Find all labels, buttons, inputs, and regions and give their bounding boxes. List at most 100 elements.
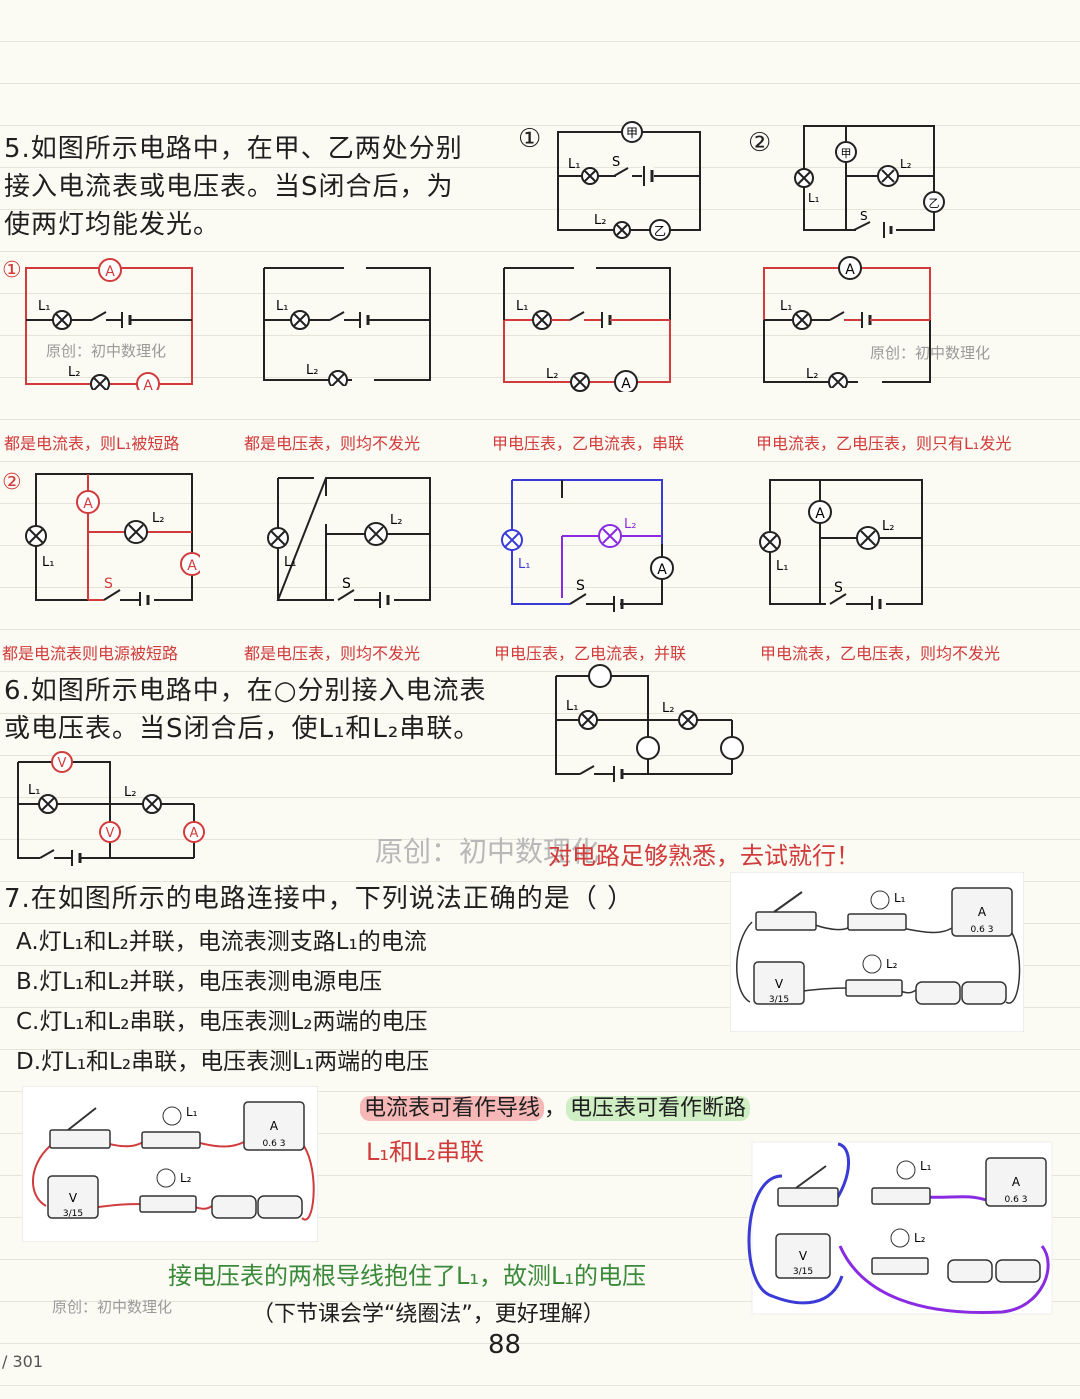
row1-caption-2: 都是电压表，则均不发光 — [244, 434, 421, 453]
row2-circuit-3: A L₁ L₂ S — [501, 479, 674, 612]
svg-text:L₂: L₂ — [390, 513, 402, 528]
q7-circuit-blue: L₁ L₂ A 0.6 3 V 3/15 — [747, 1141, 1053, 1315]
svg-text:L₁: L₁ — [566, 699, 578, 714]
svg-text:L₁: L₁ — [38, 299, 50, 314]
jia-label: 甲 — [626, 126, 638, 140]
q7-option-b: B.灯L₁和L₂并联，电压表测电源电压 — [16, 969, 383, 995]
row1-label: ① — [2, 258, 22, 283]
svg-text:S: S — [612, 155, 620, 170]
svg-text:3/15: 3/15 — [769, 995, 789, 1005]
q6-line1: 6.如图所示电路中，在○分别接入电流表 — [4, 676, 487, 706]
svg-text:A: A — [978, 905, 987, 919]
q5-line2: 接入电流表或电压表。当S闭合后，为 — [4, 172, 454, 202]
svg-text:A: A — [187, 558, 197, 574]
svg-text:L₁: L₁ — [808, 191, 820, 205]
q7-stem: 7.在如图所示的电路连接中，下列说法正确的是（ ） — [4, 884, 635, 914]
svg-text:S: S — [342, 576, 351, 592]
svg-text:L₁: L₁ — [776, 559, 788, 574]
svg-text:L₁: L₁ — [28, 783, 40, 798]
svg-text:L₂: L₂ — [306, 363, 318, 378]
q5-fig2-label: ② — [748, 128, 772, 158]
row2-circuit-2: L₁ L₂ S — [267, 477, 431, 608]
row2-caption-4: 甲电流表，乙电压表，则均不发光 — [760, 644, 1001, 663]
svg-text:L₁: L₁ — [516, 299, 528, 314]
svg-text:L₁: L₁ — [42, 555, 54, 570]
watermark-bottom: 原创：初中数理化 — [52, 1298, 173, 1316]
q5-fig2-circuit: 甲 乙 L₁ L₂ S — [794, 125, 945, 238]
svg-text:L₂: L₂ — [594, 213, 606, 228]
svg-text:L₂: L₂ — [180, 1171, 192, 1185]
viewer-page-indicator: / 301 — [2, 1352, 44, 1371]
svg-text:V: V — [799, 1249, 808, 1263]
svg-text:L₂: L₂ — [546, 367, 558, 382]
svg-text:L₂: L₂ — [624, 517, 636, 532]
q7-option-d: D.灯L₁和L₂串联，电压表测L₁两端的电压 — [16, 1049, 430, 1075]
row1-caption-4: 甲电流表，乙电压表，则只有L₁发光 — [756, 434, 1012, 453]
row1-circuit-3: A L₁ L₂ — [503, 267, 671, 392]
svg-text:L₂: L₂ — [124, 785, 136, 800]
q7-options: A.灯L₁和L₂并联，电流表测支路L₁的电流 B.灯L₁和L₂并联，电压表测电源… — [16, 922, 429, 1082]
svg-text:乙: 乙 — [929, 197, 940, 210]
svg-text:3/15: 3/15 — [63, 1209, 83, 1219]
q6-tip: 对电路足够熟悉，去试就行！ — [548, 842, 860, 870]
q5-line1: 5.如图所示电路中，在甲、乙两处分别 — [4, 134, 463, 164]
svg-text:0.6 3: 0.6 3 — [1005, 1195, 1028, 1205]
row2-circuit-1: A A L₁ L₂ S — [25, 473, 200, 606]
svg-text:A: A — [621, 376, 631, 392]
svg-text:V: V — [69, 1191, 78, 1205]
svg-text:V: V — [58, 756, 67, 771]
note-voltmeter: 电压表可看作断路 — [566, 1096, 751, 1121]
row2-label: ② — [2, 470, 22, 495]
svg-text:V: V — [775, 977, 784, 991]
row2-caption-3: 甲电压表，乙电流表，并联 — [494, 644, 687, 663]
row1-circuit-1: A A L₁ L₂ — [25, 258, 193, 390]
q5-line3: 使两灯均能发光。 — [4, 210, 221, 240]
svg-text:L₂: L₂ — [886, 957, 898, 971]
svg-text:甲: 甲 — [841, 147, 852, 160]
row1-circuit-4: A L₁ L₂ — [763, 256, 931, 388]
svg-text:L₁: L₁ — [518, 557, 530, 572]
svg-text:S: S — [834, 580, 843, 596]
watermark-row1-left: 原创：初中数理化 — [46, 342, 167, 360]
svg-text:3/15: 3/15 — [793, 1267, 813, 1277]
svg-text:V: V — [106, 826, 115, 841]
svg-text:L₂: L₂ — [662, 701, 674, 716]
svg-text:A: A — [190, 826, 199, 841]
svg-text:L₂: L₂ — [152, 511, 164, 526]
row2-caption-2: 都是电压表，则均不发光 — [244, 644, 421, 663]
row1-caption-3: 甲电压表，乙电流表，串联 — [492, 434, 685, 453]
q7-option-a: A.灯L₁和L₂并联，电流表测支路L₁的电流 — [16, 929, 427, 955]
q6-given-circuit: L₁ L₂ — [555, 664, 744, 782]
page-number: 88 — [488, 1330, 522, 1360]
svg-text:A: A — [1012, 1175, 1021, 1189]
svg-text:A: A — [270, 1119, 279, 1133]
row2-circuit-4: A L₁ L₂ S — [759, 479, 923, 610]
svg-text:A: A — [105, 264, 115, 280]
svg-text:A: A — [143, 378, 153, 390]
watermark-center: 原创：初中数理化 — [375, 835, 600, 868]
svg-text:L₁: L₁ — [568, 157, 580, 172]
note-ammeter: 电流表可看作导线 — [360, 1096, 545, 1121]
svg-text:A: A — [83, 496, 93, 512]
watermark-row1-right: 原创：初中数理化 — [870, 344, 991, 362]
svg-text:L₁: L₁ — [284, 555, 296, 570]
svg-text:L₂: L₂ — [68, 365, 80, 380]
svg-text:S: S — [576, 578, 585, 594]
svg-text:S: S — [860, 209, 868, 223]
svg-text:0.6 3: 0.6 3 — [263, 1139, 286, 1149]
q5-fig1-circuit: 甲 乙 L₁ L₂ S — [557, 121, 701, 241]
svg-text:L₁: L₁ — [276, 299, 288, 314]
svg-text:A: A — [815, 506, 825, 522]
q6-answer-circuit: V V A L₁ L₂ — [17, 751, 205, 866]
q6-line2: 或电压表。当S闭合后，使L₁和L₂串联。 — [4, 714, 481, 744]
q6-stem: 6.如图所示电路中，在○分别接入电流表 或电压表。当S闭合后，使L₁和L₂串联。 — [4, 672, 487, 748]
q7-conclusion: 接电压表的两根导线抱住了L₁，故测L₁的电压 — [168, 1262, 646, 1290]
q7-next-lesson: （下节课会学“绕圈法”，更好理解） — [252, 1302, 605, 1327]
yi-label: 乙 — [654, 224, 666, 238]
q7-option-c: C.灯L₁和L₂串联，电压表测L₂两端的电压 — [16, 1009, 428, 1035]
svg-text:L₂: L₂ — [914, 1231, 926, 1245]
svg-text:L₁: L₁ — [894, 891, 906, 905]
svg-text:S: S — [104, 576, 113, 592]
q5-stem: 5.如图所示电路中，在甲、乙两处分别 接入电流表或电压表。当S闭合后，为 使两灯… — [4, 130, 463, 244]
svg-text:L₁: L₁ — [780, 299, 792, 314]
